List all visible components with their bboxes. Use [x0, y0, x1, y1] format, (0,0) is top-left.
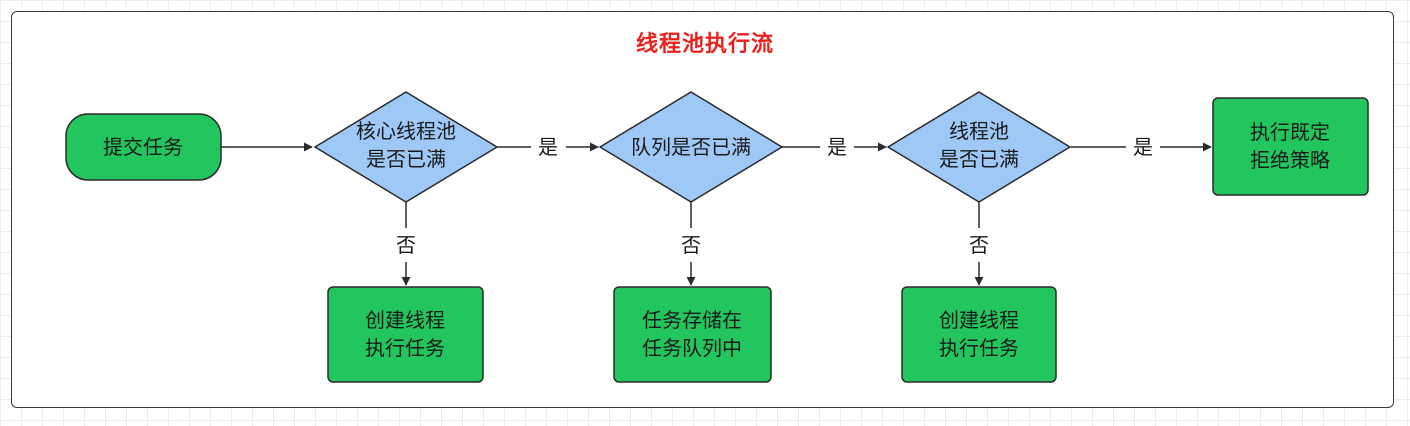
node-submit-task: 提交任务: [65, 113, 222, 181]
node-create-extra-thread-line1: 创建线程: [939, 308, 1019, 332]
node-create-core-thread-line1: 创建线程: [365, 308, 445, 332]
node-submit-task-text: 提交任务: [103, 135, 183, 159]
diagram-title: 线程池执行流: [635, 31, 774, 57]
node-pool-full-line2: 是否已满: [939, 147, 1019, 171]
node-create-core-thread: 创建线程 执行任务: [327, 286, 484, 383]
node-reject-policy-line1: 执行既定: [1250, 120, 1330, 144]
node-queue-full-text: 队列是否已满: [631, 135, 751, 159]
node-create-extra-thread-line2: 执行任务: [939, 336, 1019, 360]
node-reject-policy: 执行既定 拒绝策略: [1212, 97, 1369, 196]
node-core-pool-full-line2: 是否已满: [366, 147, 446, 171]
node-core-pool-full-line1: 核心线程池: [356, 119, 456, 143]
node-store-in-queue-line1: 任务存储在: [642, 308, 742, 332]
node-store-in-queue-line2: 任务队列中: [642, 336, 742, 360]
node-queue-full: 队列是否已满: [598, 91, 784, 203]
edge-label-no-3: 否: [969, 233, 989, 257]
edge-label-no-2: 否: [681, 233, 701, 257]
node-create-extra-thread: 创建线程 执行任务: [901, 286, 1057, 383]
node-pool-full: 线程池 是否已满: [886, 91, 1072, 203]
edge-label-no-1: 否: [396, 233, 416, 257]
edge-labels: 是 是 是 否 否 否: [396, 135, 1153, 257]
edges: [221, 142, 1212, 286]
node-pool-full-line1: 线程池: [949, 119, 1009, 143]
node-create-core-thread-line2: 执行任务: [365, 336, 445, 360]
node-store-in-queue: 任务存储在 任务队列中: [613, 286, 772, 383]
node-core-pool-full: 核心线程池 是否已满: [313, 91, 499, 203]
edge-label-yes-1: 是: [538, 135, 558, 159]
edge-label-yes-2: 是: [827, 135, 847, 159]
node-reject-policy-line2: 拒绝策略: [1250, 148, 1330, 172]
edge-label-yes-3: 是: [1133, 135, 1153, 159]
